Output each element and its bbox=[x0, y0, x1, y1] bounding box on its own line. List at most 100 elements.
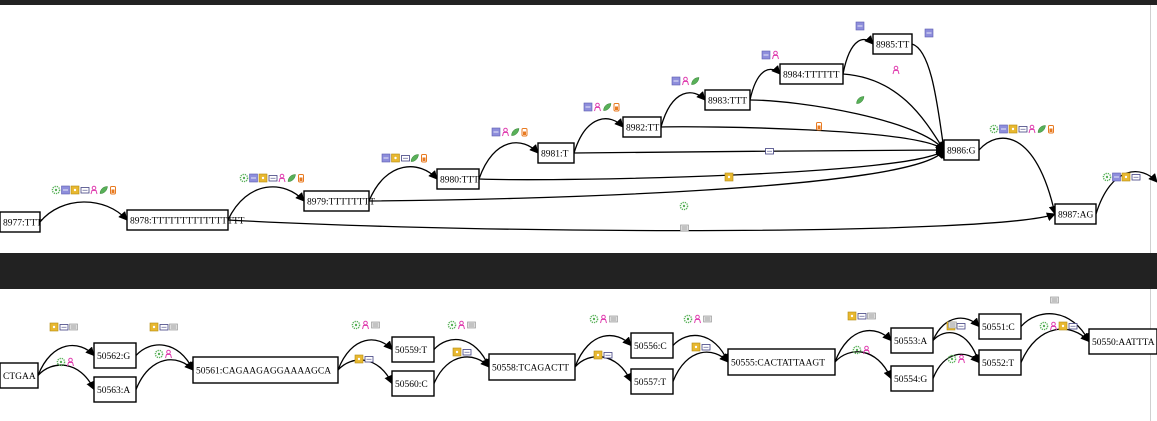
green-flower-icon[interactable] bbox=[56, 357, 66, 367]
gray-square-icon[interactable] bbox=[609, 315, 618, 323]
purple-square-icon[interactable] bbox=[671, 76, 681, 86]
gray-square-icon[interactable] bbox=[69, 323, 78, 331]
outline-square-icon[interactable] bbox=[1018, 126, 1028, 133]
edge-n8978-to-n8987[interactable] bbox=[227, 212, 1056, 232]
graph-node-n50559[interactable]: 50559:T bbox=[391, 336, 435, 363]
pink-figure-icon[interactable] bbox=[278, 173, 286, 183]
graph-node-n8981[interactable]: 8981:T bbox=[537, 142, 575, 164]
outline-square-icon[interactable] bbox=[857, 313, 867, 320]
gray-square-icon[interactable] bbox=[371, 321, 380, 329]
green-leaf-icon[interactable] bbox=[691, 77, 700, 85]
yellow-square-icon[interactable] bbox=[70, 185, 80, 195]
green-flower-icon[interactable] bbox=[679, 201, 689, 211]
edge-n50560-to-n50558[interactable] bbox=[433, 356, 490, 384]
pink-figure-icon[interactable] bbox=[502, 127, 509, 137]
yellow-square-icon[interactable] bbox=[1058, 321, 1068, 331]
gray-square-icon[interactable] bbox=[948, 321, 957, 329]
pink-figure-icon[interactable] bbox=[1050, 321, 1057, 331]
edge-n50557-to-n50555[interactable] bbox=[672, 351, 729, 382]
gray-square-icon[interactable] bbox=[169, 323, 178, 331]
purple-square-icon[interactable] bbox=[583, 102, 593, 112]
purple-square-icon[interactable] bbox=[999, 124, 1008, 134]
graph-node-n8980[interactable]: 8980:TTT bbox=[436, 168, 480, 190]
pink-figure-icon[interactable] bbox=[892, 65, 900, 75]
green-leaf-icon[interactable] bbox=[99, 186, 108, 194]
purple-square-icon[interactable] bbox=[924, 28, 934, 38]
outline-square-icon[interactable] bbox=[701, 344, 711, 351]
yellow-square-icon[interactable] bbox=[452, 347, 462, 357]
green-leaf-icon[interactable] bbox=[287, 174, 296, 182]
green-flower-icon[interactable] bbox=[239, 173, 249, 183]
yellow-square-icon[interactable] bbox=[691, 342, 701, 352]
graph-node-n50561[interactable]: 50561:CAGAAGAGGAAAAGCA bbox=[192, 356, 339, 384]
edge-n50553-to-n50551[interactable] bbox=[932, 317, 980, 341]
graph-node-b0[interactable]: CTGAA bbox=[0, 362, 39, 389]
edge-n50551-to-n50550[interactable] bbox=[1020, 313, 1090, 343]
green-flower-icon[interactable] bbox=[51, 185, 61, 195]
green-flower-icon[interactable] bbox=[1039, 321, 1049, 331]
edge-n50553-to-n50552[interactable] bbox=[932, 332, 981, 364]
yellow-square-icon[interactable] bbox=[593, 350, 603, 360]
edge-b0-to-n50562[interactable] bbox=[37, 344, 95, 376]
purple-square-icon[interactable] bbox=[761, 50, 771, 60]
edge-n8982-to-n8986[interactable] bbox=[660, 126, 945, 151]
outline-square-icon[interactable] bbox=[59, 324, 69, 331]
green-flower-icon[interactable] bbox=[852, 345, 862, 355]
orange-jar-icon[interactable] bbox=[110, 186, 116, 195]
outline-square-icon[interactable] bbox=[956, 323, 966, 330]
edge-n50563-to-n50561[interactable] bbox=[135, 359, 194, 390]
edge-n50562-to-n50561[interactable] bbox=[135, 344, 194, 371]
outline-square-icon[interactable] bbox=[80, 187, 90, 194]
edge-n8980-to-n8981[interactable] bbox=[478, 142, 539, 180]
graph-node-n50552[interactable]: 50552:T bbox=[978, 349, 1022, 376]
green-leaf-icon[interactable] bbox=[603, 103, 612, 111]
yellow-square-icon[interactable] bbox=[49, 322, 59, 332]
graph-node-n8986[interactable]: 8986:G bbox=[943, 139, 980, 161]
yellow-square-icon[interactable] bbox=[149, 322, 159, 332]
outline-square-icon[interactable] bbox=[364, 356, 374, 363]
graph-node-n8982[interactable]: 8982:TT bbox=[622, 116, 662, 138]
graph-node-n8977[interactable]: 8977:TTT bbox=[0, 211, 42, 233]
yellow-square-icon[interactable] bbox=[391, 153, 400, 163]
graph-node-n50554[interactable]: 50554:G bbox=[890, 365, 934, 392]
edge-n8977-to-n8978[interactable] bbox=[39, 201, 128, 223]
edge-n50559-to-n50558[interactable] bbox=[433, 338, 491, 368]
edge-n8981-to-n8982[interactable] bbox=[573, 118, 624, 154]
graph-node-n8983[interactable]: 8983:TTT bbox=[704, 89, 751, 111]
pink-figure-icon[interactable] bbox=[458, 320, 465, 330]
edge-n8984-to-n8985[interactable] bbox=[842, 35, 874, 75]
graph-node-n50553[interactable]: 50553:A bbox=[890, 327, 934, 354]
orange-jar-icon[interactable] bbox=[816, 122, 822, 131]
green-flower-icon[interactable] bbox=[154, 349, 164, 359]
yellow-square-icon[interactable] bbox=[258, 173, 268, 183]
pink-figure-icon[interactable] bbox=[90, 185, 98, 195]
graph-node-n50550[interactable]: 50550:AATTTA bbox=[1088, 328, 1157, 355]
edge-n8982-to-n8983[interactable] bbox=[660, 91, 706, 128]
edge-n50558-to-n50556[interactable] bbox=[574, 334, 632, 368]
graph-node-n50562[interactable]: 50562:G bbox=[93, 342, 137, 369]
green-leaf-icon[interactable] bbox=[410, 154, 419, 162]
purple-square-icon[interactable] bbox=[1112, 172, 1121, 182]
green-flower-icon[interactable] bbox=[989, 124, 999, 134]
edge-n8984-to-n8986[interactable] bbox=[842, 73, 945, 151]
pink-figure-icon[interactable] bbox=[67, 357, 74, 367]
green-flower-icon[interactable] bbox=[589, 314, 599, 324]
green-flower-icon[interactable] bbox=[683, 314, 693, 324]
green-leaf-icon[interactable] bbox=[1037, 125, 1046, 133]
pink-figure-icon[interactable] bbox=[682, 76, 689, 86]
pink-figure-icon[interactable] bbox=[694, 314, 701, 324]
yellow-square-icon[interactable] bbox=[1121, 172, 1131, 182]
graph-node-n8985[interactable]: 8985:TT bbox=[872, 33, 913, 55]
graph-node-n50563[interactable]: 50563:A bbox=[93, 376, 137, 403]
orange-jar-icon[interactable] bbox=[1048, 125, 1054, 134]
graph-node-n8984[interactable]: 8984:TTTTTT bbox=[779, 63, 844, 85]
graph-node-n50556[interactable]: 50556:C bbox=[630, 332, 674, 359]
edge-n50554-to-n50552[interactable] bbox=[932, 353, 980, 379]
orange-jar-icon[interactable] bbox=[298, 174, 304, 183]
edge-n50552-to-n50550[interactable] bbox=[1020, 328, 1090, 363]
outline-square-icon[interactable] bbox=[268, 175, 278, 182]
outline-square-icon[interactable] bbox=[401, 155, 410, 162]
pink-figure-icon[interactable] bbox=[600, 314, 607, 324]
green-flower-icon[interactable] bbox=[447, 320, 457, 330]
edge-b0-to-n50563[interactable] bbox=[37, 364, 95, 391]
